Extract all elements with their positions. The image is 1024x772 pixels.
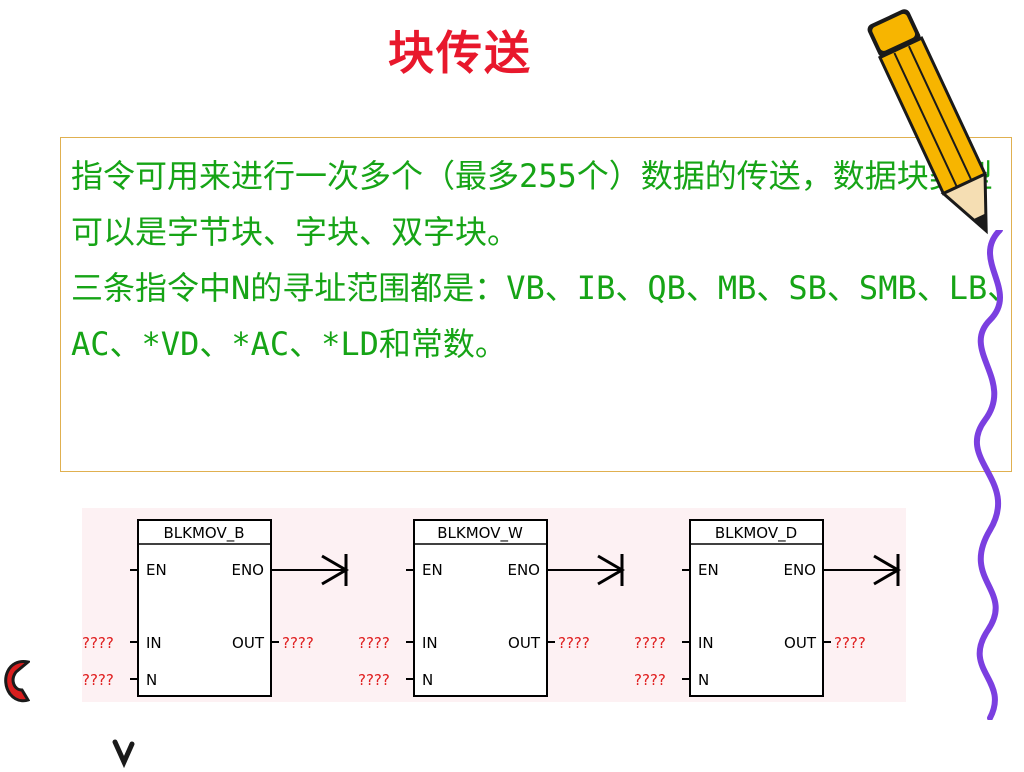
out-label: OUT — [508, 634, 541, 652]
eno-label: ENO — [231, 561, 264, 579]
decorative-shape — [0, 650, 32, 714]
block-name: BLKMOV_W — [437, 524, 523, 543]
in-operand: ???? — [358, 634, 390, 652]
out-operand: ???? — [834, 634, 866, 652]
en-label: EN — [698, 561, 719, 579]
out-label: OUT — [232, 634, 265, 652]
out-label: OUT — [784, 634, 817, 652]
en-label: EN — [422, 561, 443, 579]
eno-label: ENO — [783, 561, 816, 579]
n-operand: ???? — [358, 671, 390, 689]
squiggle-line — [960, 227, 1024, 724]
pencil-icon — [850, 0, 1024, 254]
in-label: IN — [698, 634, 714, 652]
blkmov-d-block: BLKMOV_D EN ENO IN OUT N ???? ???? ???? — [634, 519, 901, 697]
blkmov-b-block: BLKMOV_B EN ENO IN OUT N ???? ???? ???? — [82, 519, 349, 697]
in-label: IN — [422, 634, 438, 652]
in-operand: ???? — [82, 634, 114, 652]
decorative-shape — [112, 738, 136, 772]
n-label: N — [698, 671, 709, 689]
out-operand: ???? — [558, 634, 590, 652]
n-operand: ???? — [82, 671, 114, 689]
ladder-diagram: BLKMOV_B EN ENO IN OUT N ???? ???? ???? … — [82, 508, 906, 702]
en-label: EN — [146, 561, 167, 579]
out-operand: ???? — [282, 634, 314, 652]
slide-title: 块传送 — [388, 26, 532, 80]
block-name: BLKMOV_D — [715, 524, 797, 543]
block-name: BLKMOV_B — [163, 524, 244, 543]
paragraph-2: 三条指令中N的寻址范围都是：VB、IB、QB、MB、SB、SMB、LB、AC、*… — [71, 269, 1020, 363]
n-operand: ???? — [634, 671, 666, 689]
text-body: 指令可用来进行一次多个（最多255个）数据的传送，数据块类型可以是字节块、字块、… — [71, 148, 1021, 372]
blkmov-w-block: BLKMOV_W EN ENO IN OUT N ???? ???? ???? — [358, 519, 625, 697]
n-label: N — [422, 671, 433, 689]
eno-label: ENO — [507, 561, 540, 579]
paragraph-1: 指令可用来进行一次多个（最多255个）数据的传送，数据块类型可以是字节块、字块、… — [71, 157, 993, 251]
in-label: IN — [146, 634, 162, 652]
text-box: 指令可用来进行一次多个（最多255个）数据的传送，数据块类型可以是字节块、字块、… — [60, 137, 1019, 472]
n-label: N — [146, 671, 157, 689]
in-operand: ???? — [634, 634, 666, 652]
